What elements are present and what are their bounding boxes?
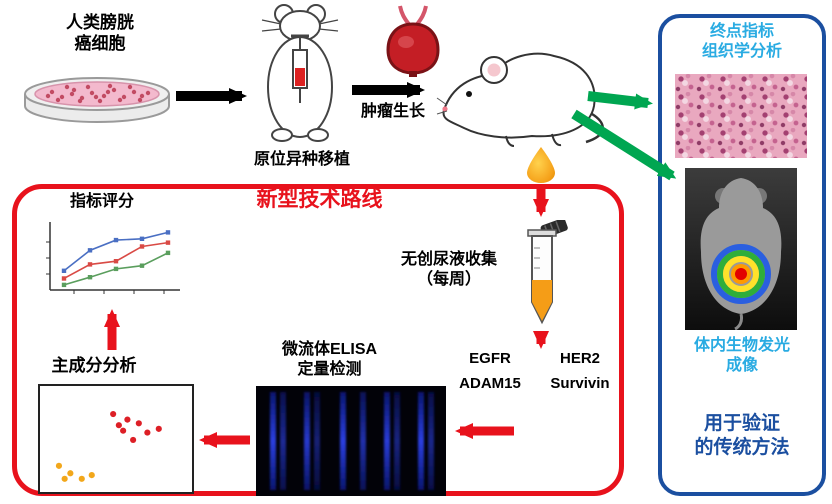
urine-sample (532, 280, 552, 321)
biomarker-list: EGFR HER2 ADAM15 Survivin (444, 350, 624, 392)
biomarker-adam15: ADAM15 (459, 375, 521, 392)
biomarker-her2: HER2 (559, 350, 600, 367)
bioluminescence-signal (711, 244, 771, 304)
bladder-tumor-illustration (386, 5, 440, 77)
score-label: 指标评分 (69, 193, 134, 210)
pca-label: 主成分分析 (51, 356, 137, 375)
syringe-icon (291, 34, 309, 103)
biomarker-survivin: Survivin (550, 375, 610, 392)
cells-label: 人类膀胱 癌细胞 (66, 13, 134, 54)
histology-title: 终点指标 组织学分析 (701, 23, 782, 60)
bioluminescence-label: 体内生物发光 成像 (693, 337, 790, 374)
novel-route-title: 新型技术路线 (256, 188, 383, 211)
traditional-methods-label: 用于验证 的传统方法 (694, 413, 790, 458)
xenograft-mouse-illustration (261, 4, 339, 142)
tumor-growth-label: 肿瘤生长 (360, 103, 425, 120)
xenograft-label: 原位异种移植 (253, 151, 350, 168)
microfluidic-channels (270, 392, 434, 490)
collection-tube-illustration (527, 220, 568, 325)
traditional-validation-panel: 终点指标 组织学分析 体内生物发光 成像 用于验证 的传统方法 (658, 14, 826, 496)
cancer-cells (45, 83, 151, 104)
pca-scatter-plot (38, 384, 194, 494)
petri-dish-illustration (24, 77, 170, 123)
bioluminescence-image (685, 168, 797, 330)
score-line-chart (34, 216, 186, 304)
urine-drop-icon (527, 147, 555, 183)
urine-collection-label: 无创尿液收集 （每周） (400, 251, 497, 288)
histology-image (675, 74, 807, 158)
mouse-illustration (436, 52, 604, 147)
microfluidic-elisa-image (256, 386, 446, 496)
biomarker-egfr: EGFR (469, 350, 511, 367)
elisa-label: 微流体ELISA 定量检测 (281, 341, 378, 378)
